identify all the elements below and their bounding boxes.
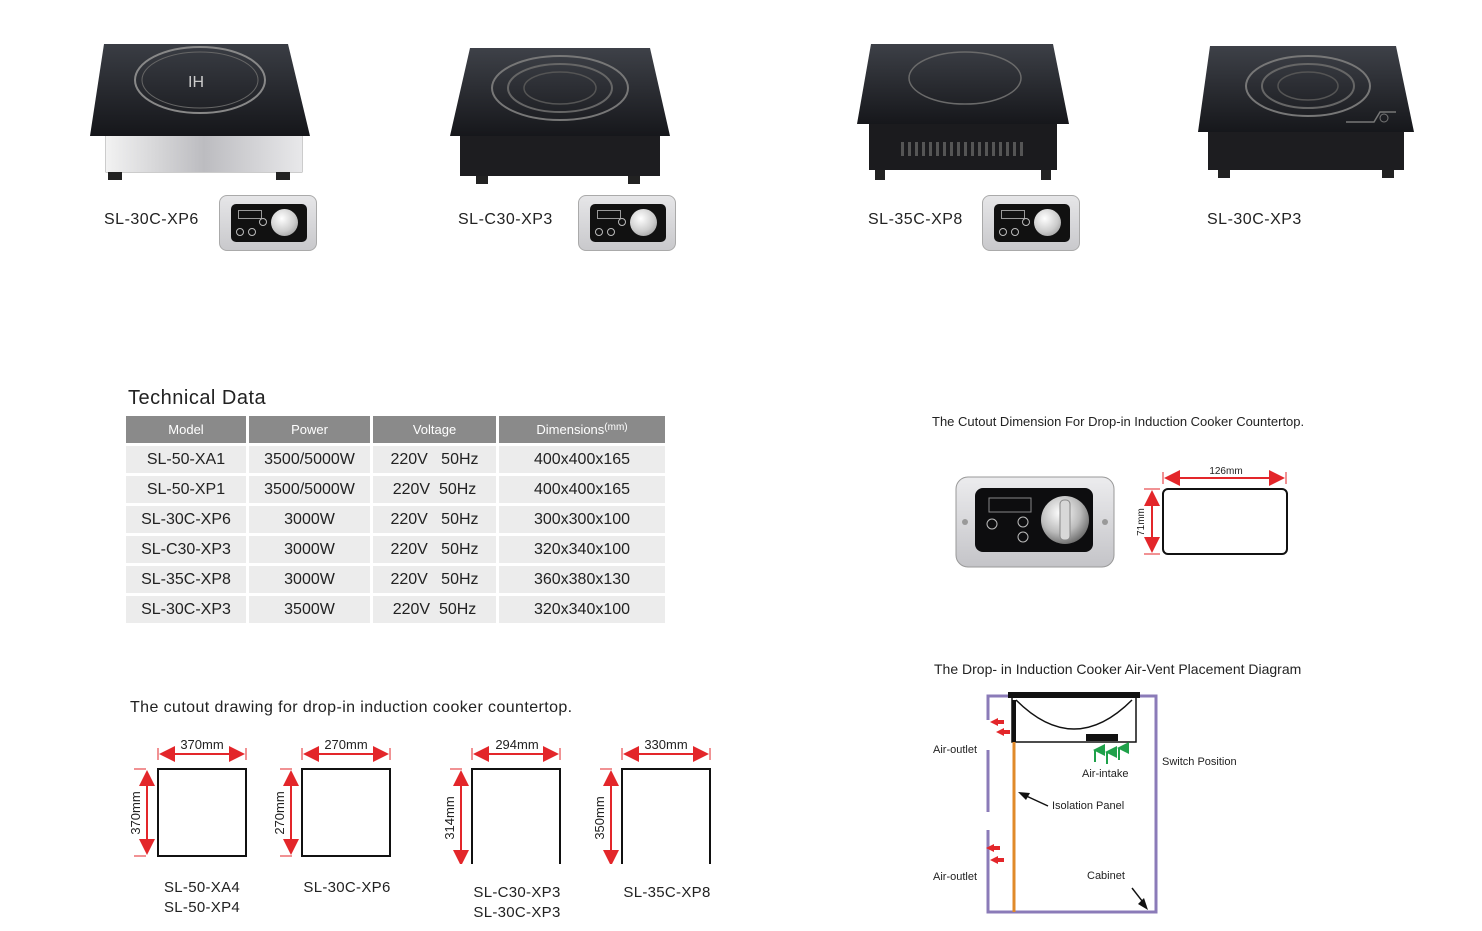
technical-data-table: Model Power Voltage Dimensions(mm) SL-50…: [123, 413, 668, 626]
cell-model: SL-30C-XP3: [126, 596, 246, 623]
cell-power: 3000W: [249, 566, 370, 593]
cutout-height-label: 314mm: [442, 796, 457, 839]
cutout-height-label: 370mm: [128, 791, 143, 834]
cooker-image-sl-30c-xp3: [1198, 46, 1414, 178]
cell-voltage: 220V 50Hz: [373, 506, 496, 533]
cutout-model: SL-C30-XP3: [473, 884, 561, 901]
cooker-image-sl-30c-xp6: IH: [90, 44, 310, 180]
cell-power: 3500W: [249, 596, 370, 623]
panel-cutout-width-label: 126mm: [1209, 466, 1242, 477]
cutout-box-3: 294mm 314mm: [442, 737, 561, 864]
cutout-model: SL-50-XA4: [163, 879, 241, 896]
control-panel-image: [578, 195, 676, 251]
control-panel-large-image: [955, 476, 1115, 568]
cell-dimensions: 400x400x165: [499, 476, 665, 503]
cutout-width-label: 294mm: [495, 737, 538, 752]
air-vent-title: The Drop- in Induction Cooker Air-Vent P…: [934, 661, 1302, 677]
cell-dimensions: 320x340x100: [499, 536, 665, 563]
cutout-height-label: 270mm: [272, 791, 287, 834]
cell-voltage: 220V 50Hz: [373, 476, 496, 503]
switch-position-label: Switch Position: [1162, 756, 1237, 768]
panel-cutout-dimension: 126mm 71mm: [1136, 466, 1288, 555]
header-power: Power: [249, 416, 370, 443]
cutout-drawings: 370mm 370mm 270mm 270mm 294mm 314mm 330m…: [128, 737, 711, 864]
technical-data-title: Technical Data: [128, 387, 267, 409]
cell-power: 3000W: [249, 536, 370, 563]
cooker-image-sl-c30-xp3: [450, 48, 670, 184]
cell-voltage: 220V 50Hz: [373, 566, 496, 593]
air-outlet-top-arrows: [990, 718, 1010, 736]
ih-logo: IH: [188, 74, 204, 91]
cell-dimensions: 360x380x130: [499, 566, 665, 593]
cell-dimensions: 300x300x100: [499, 506, 665, 533]
cutout-model: SL-30C-XP3: [473, 904, 561, 921]
cell-voltage: 220V 50Hz: [373, 536, 496, 563]
cutout-drawing-title: The cutout drawing for drop-in induction…: [130, 699, 573, 716]
panel-cutout-title: The Cutout Dimension For Drop-in Inducti…: [932, 414, 1305, 429]
cutout-model: SL-50-XP4: [163, 899, 241, 916]
cutout-model-label: SL-35C-XP8: [612, 883, 722, 903]
cell-voltage: 220V 50Hz: [373, 596, 496, 623]
air-outlet-top-label: Air-outlet: [933, 744, 978, 756]
cutout-width-label: 370mm: [180, 737, 223, 752]
cutout-model: SL-35C-XP8: [623, 884, 711, 901]
control-panel-image: [982, 195, 1080, 251]
panel-cutout-height-label: 71mm: [1136, 508, 1147, 536]
cell-power: 3500/5000W: [249, 476, 370, 503]
header-dimensions: Dimensions(mm): [499, 416, 665, 443]
product-model-label: SL-30C-XP3: [1207, 211, 1302, 228]
cutout-model-label: SL-30C-XP6: [292, 878, 402, 898]
cell-model: SL-30C-XP6: [126, 506, 246, 533]
product-model-label: SL-C30-XP3: [458, 211, 553, 228]
cell-model: SL-C30-XP3: [126, 536, 246, 563]
cooker-image-sl-35c-xp8: [857, 44, 1069, 180]
control-panel-image: [219, 195, 317, 251]
cutout-width-label: 270mm: [324, 737, 367, 752]
header-model: Model: [126, 416, 246, 443]
air-intake-label: Air-intake: [1082, 768, 1129, 780]
cell-model: SL-50-XA1: [126, 446, 246, 473]
air-vent-diagram: [986, 692, 1158, 914]
cell-voltage: 220V 50Hz: [373, 446, 496, 473]
cell-power: 3500/5000W: [249, 446, 370, 473]
cell-model: SL-50-XP1: [126, 476, 246, 503]
product-model-label: SL-35C-XP8: [868, 211, 963, 228]
cutout-model: SL-30C-XP6: [303, 879, 391, 896]
header-dimensions-unit: (mm): [604, 422, 628, 433]
table-header-row: Model Power Voltage Dimensions(mm): [126, 416, 665, 443]
cell-dimensions: 320x340x100: [499, 596, 665, 623]
air-intake-arrows: [1093, 742, 1129, 764]
header-dimensions-label: Dimensions: [536, 422, 605, 437]
cell-dimensions: 400x400x165: [499, 446, 665, 473]
air-outlet-bottom-arrows: [986, 844, 1004, 864]
cell-power: 3000W: [249, 506, 370, 533]
product-model-label: SL-30C-XP6: [104, 211, 199, 228]
cutout-box-2: 270mm 270mm: [272, 737, 391, 857]
cutout-box-1: 370mm 370mm: [128, 737, 247, 857]
air-outlet-bottom-label: Air-outlet: [933, 871, 978, 883]
cabinet-label: Cabinet: [1087, 870, 1125, 882]
isolation-panel-label: Isolation Panel: [1052, 800, 1125, 812]
cutout-model-label: SL-C30-XP3 SL-30C-XP3: [462, 883, 572, 923]
cutout-width-label: 330mm: [644, 737, 687, 752]
cell-model: SL-35C-XP8: [126, 566, 246, 593]
cutout-model-label: SL-50-XA4 SL-50-XP4: [152, 878, 252, 918]
header-voltage: Voltage: [373, 416, 496, 443]
cutout-box-4: 330mm 350mm: [592, 737, 711, 864]
cutout-height-label: 350mm: [592, 796, 607, 839]
